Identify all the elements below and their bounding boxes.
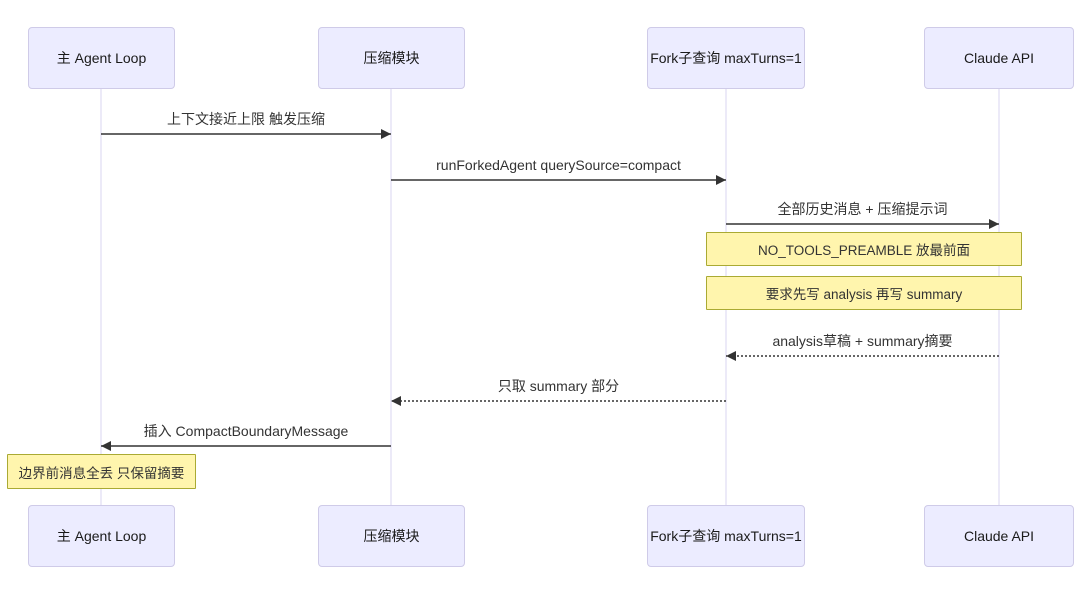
- message-label: 全部历史消息 + 压缩提示词: [777, 201, 948, 217]
- message-label: 插入 CompactBoundaryMessage: [143, 423, 349, 439]
- participant-label: 主 Agent Loop: [56, 50, 147, 66]
- participant-label: Claude API: [963, 528, 1035, 544]
- participant-label: Fork子查询 maxTurns=1: [650, 50, 802, 66]
- participant-claude-api-bottom: Claude API: [924, 505, 1074, 567]
- participant-label: 压缩模块: [363, 528, 420, 544]
- participant-fork-subquery-top: Fork子查询 maxTurns=1: [647, 27, 805, 89]
- participant-fork-subquery-bottom: Fork子查询 maxTurns=1: [647, 505, 805, 567]
- message-label: 上下文接近上限 触发压缩: [167, 111, 325, 127]
- participant-label: Fork子查询 maxTurns=1: [650, 528, 802, 544]
- participant-claude-api-top: Claude API: [924, 27, 1074, 89]
- participant-main-agent-loop-bottom: 主 Agent Loop: [28, 505, 175, 567]
- note: 要求先写 analysis 再写 summary: [706, 276, 1022, 310]
- participant-label: 压缩模块: [363, 50, 420, 66]
- note: NO_TOOLS_PREAMBLE 放最前面: [706, 232, 1022, 266]
- message-label: analysis草稿 + summary摘要: [772, 333, 953, 349]
- participant-compress-module-bottom: 压缩模块: [318, 505, 465, 567]
- participant-label: 主 Agent Loop: [56, 528, 147, 544]
- message-label: 只取 summary 部分: [497, 378, 620, 394]
- note: 边界前消息全丢 只保留摘要: [7, 454, 196, 489]
- message-label: runForkedAgent querySource=compact: [436, 157, 681, 173]
- participant-compress-module-top: 压缩模块: [318, 27, 465, 89]
- participant-label: Claude API: [963, 50, 1035, 66]
- participant-main-agent-loop-top: 主 Agent Loop: [28, 27, 175, 89]
